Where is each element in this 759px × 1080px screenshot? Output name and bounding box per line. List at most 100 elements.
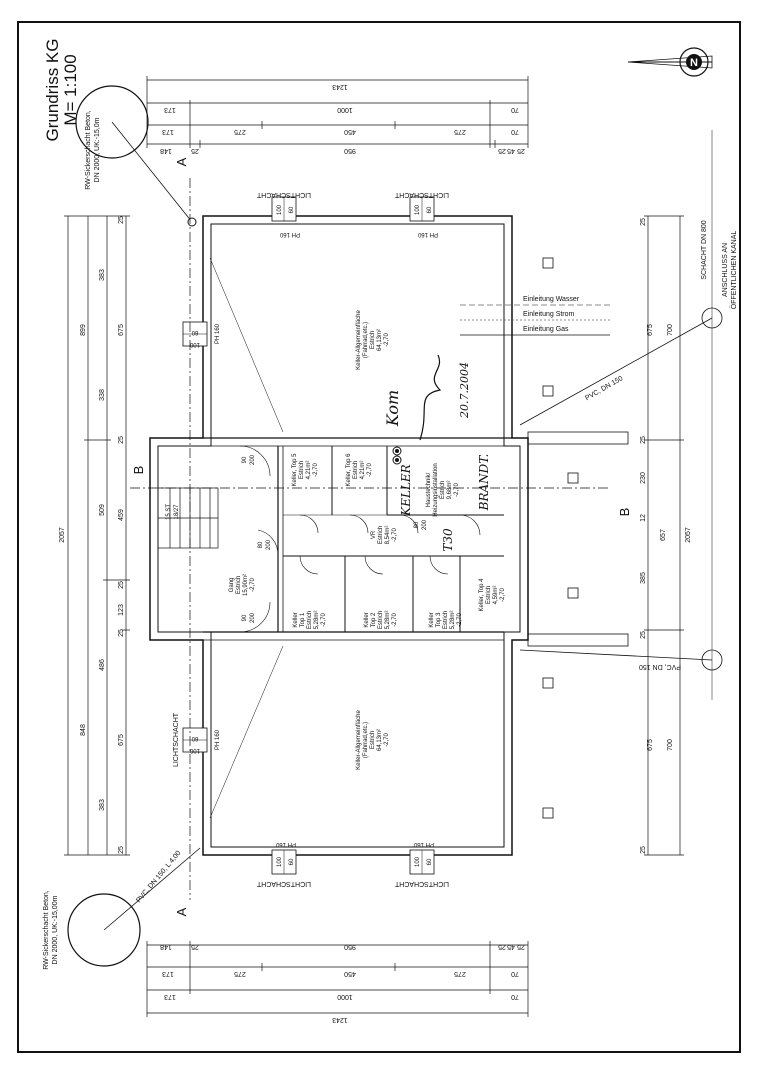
room-top6-name: Keller, Top 6: [346, 453, 352, 487]
room-allg-bottom-floor: Estrich: [370, 731, 376, 749]
door-label-2b: 200: [250, 612, 256, 623]
foundation-markers: [542, 257, 579, 819]
room-top6-level: -2,70: [367, 463, 373, 477]
room-top2-level: -2,70: [392, 613, 398, 627]
room-top2-area: 5,28m²: [385, 611, 391, 630]
lichtschacht-dim-b: 60: [191, 735, 198, 741]
dim-top-45: 45: [507, 147, 515, 154]
anschluss-line1: ANSCHLUSS AN: [722, 243, 729, 297]
room-top3-sub: Top 3: [436, 612, 442, 627]
door-label-2: 90: [242, 614, 248, 621]
hvac-symbols: [392, 446, 402, 465]
room-top4-name: Keller, Top 4: [479, 578, 485, 612]
dim-right-230: 230: [640, 472, 647, 484]
dim-right-700b: 700: [667, 739, 674, 751]
doors: [239, 445, 481, 633]
lichtschacht-top-2: LICHTSCHACHT 100 60 PH 160: [394, 191, 449, 237]
dim-right-25a: 25: [640, 218, 647, 226]
pipe-label-mid: PVC, DN 150: [639, 663, 681, 670]
dim-left-509: 509: [99, 504, 106, 516]
dimensions-right: [644, 215, 684, 856]
dim-top-p173: 173: [162, 128, 174, 135]
dim-right-385: 385: [640, 572, 647, 584]
dim-left-383: 383: [99, 269, 106, 281]
room-top1-floor: Estrich: [307, 611, 313, 629]
dimensions-bottom: [146, 941, 529, 1017]
room-allg-top-area: 64,13m²: [377, 329, 383, 351]
room-top1-name: Keller: [293, 612, 299, 627]
dim-bottom-25c: 25: [517, 943, 525, 950]
dim-left-383b: 383: [99, 799, 106, 811]
section-a-top: A: [174, 157, 189, 166]
dim-bottom-25: 25: [191, 943, 199, 950]
dim-top-total: 1243: [332, 83, 348, 90]
room-top3-level: -2,70: [457, 613, 463, 627]
room-gang: Gang Estrich 15,90m² -2,70: [229, 574, 256, 596]
room-allg-bottom-level: -2,70: [384, 733, 390, 747]
dim-left-459: 459: [118, 509, 125, 521]
dim-top-275: 275: [234, 128, 246, 135]
room-top5-level: -2,70: [313, 463, 319, 477]
lichtschacht-top-1: LICHTSCHACHT 100 60 PH 160: [256, 191, 311, 237]
room-top5-floor: Estrich: [299, 461, 305, 479]
room-top1: Keller Top 1 Estrich 5,28m² -2,70: [293, 611, 327, 630]
dim-top-173: 173: [164, 106, 176, 113]
dim-bottom-total: 1243: [332, 1016, 348, 1023]
dim-bottom-173: 173: [162, 970, 174, 977]
lichtschacht-dim-a: 100: [189, 341, 200, 347]
ph-label: PH 160: [215, 323, 221, 344]
dim-right-657: 657: [660, 529, 667, 541]
ph-label: PH 160: [275, 841, 296, 847]
lichtschacht-left-2: LICHTSCHACHT 100 60 PH 160: [173, 712, 221, 767]
room-top5-area: 4,21m²: [306, 461, 312, 480]
room-vr-level: -2,70: [392, 528, 398, 542]
dim-top-70b: 70: [511, 128, 519, 135]
dim-bottom-275b: 275: [454, 970, 466, 977]
pipe-label-bottom: PVC, DN 150, L 4,00: [135, 850, 182, 904]
dim-top-148: 148: [160, 147, 172, 154]
room-allg-bottom-name: Keller-Allgemeinfläche: [356, 709, 362, 769]
handwriting-date: 20.7.2004: [458, 362, 471, 419]
room-allg-bottom-area: 64,13m²: [377, 729, 383, 751]
dim-left-25c: 25: [118, 581, 125, 589]
room-top2-name: Keller: [364, 612, 370, 627]
dimension-labels-left: 2057 899 848 383 338 509 486 383 25 675 …: [59, 216, 125, 854]
drawing-title: Grundriss KG: [43, 39, 62, 142]
ph-label: PH 160: [413, 841, 434, 847]
room-allg-top: Keller-Allgemeinfläche (Fahrrad,etc.) Es…: [356, 309, 390, 369]
door-label-3b: 200: [266, 539, 272, 550]
door-label-4b: 200: [422, 519, 428, 530]
dim-left-2057: 2057: [59, 527, 66, 543]
ph-label: PH 160: [215, 729, 221, 750]
title-block: Grundriss KG M= 1:100: [43, 39, 80, 142]
lichtschacht-left-1: 100 60 PH 160: [182, 321, 221, 347]
handwriting-t30: T30: [441, 528, 455, 552]
room-heiz-sub: Heizungsinstallation: [433, 463, 439, 516]
dim-bottom-173b: 173: [164, 993, 176, 1000]
room-top3: Keller Top 3 Estrich 5,28m² -2,70: [429, 611, 463, 630]
room-top3-name: Keller: [429, 612, 435, 627]
dimension-labels-bottom: 148 950 25 25 45 25 173 275 450 275 70 1…: [160, 943, 525, 1023]
lichtschacht-dim-b: 60: [289, 206, 295, 213]
room-top5: Keller, Top 5 Estrich 4,21m² -2,70: [292, 453, 319, 487]
dim-left-25b: 25: [118, 436, 125, 444]
dim-left-899: 899: [80, 324, 87, 336]
room-heiz-floor: Estrich: [440, 481, 446, 499]
dim-left-675b: 675: [118, 734, 125, 746]
dim-left-25e: 25: [118, 846, 125, 854]
door-label-3: 80: [258, 541, 264, 548]
dim-right-25b: 25: [640, 436, 647, 444]
dim-right-675: 675: [647, 324, 654, 336]
door-label-1b: 200: [250, 454, 256, 465]
lichtschacht-bottom-1: LICHTSCHACHT 100 60 PH 160: [256, 841, 311, 887]
dimension-labels-top: 1243 1000 70 173 173 275 450 275 70 148 …: [160, 83, 525, 154]
sickerschacht-bottom-line1: RW-Sickerschacht Beton,: [43, 890, 50, 970]
dim-top-950: 950: [344, 147, 356, 154]
room-vr-area: 8,54m²: [385, 526, 391, 545]
room-allg-top-sub: (Fahrrad,etc.): [363, 322, 369, 358]
schacht-label: SCHACHT DN 800: [701, 220, 708, 279]
room-top1-area: 5,28m²: [314, 611, 320, 630]
room-top1-level: -2,70: [321, 613, 327, 627]
dim-bottom-148: 148: [160, 943, 172, 950]
anschluss-line2: ÖFFENTLICHEN KANAL: [730, 231, 738, 310]
